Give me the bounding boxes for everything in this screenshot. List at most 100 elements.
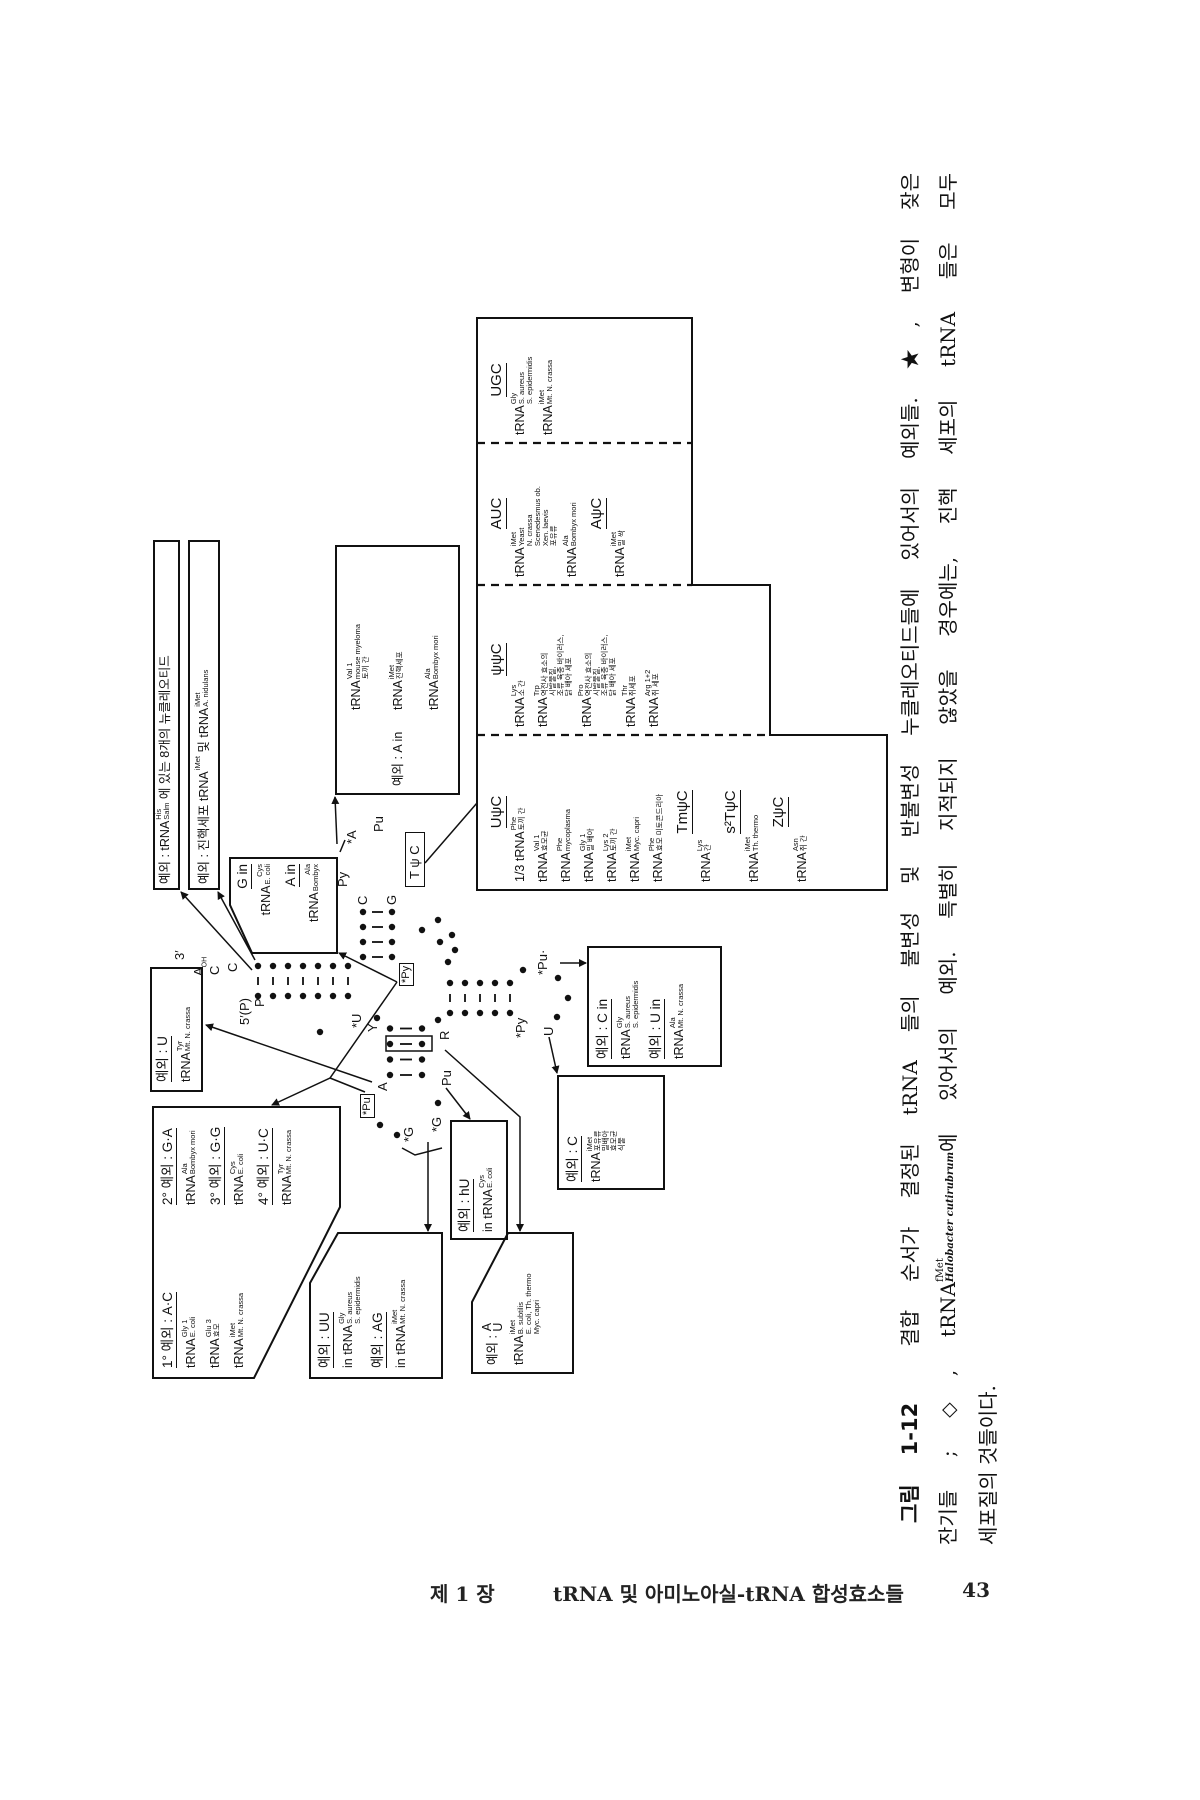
trna-label: tRNA [208, 1338, 222, 1368]
heading: TmψC [674, 790, 693, 834]
trna-source-organism: 진핵세포 [395, 651, 404, 680]
chapter-title: tRNA 및 아미노아실-tRNA 합성효소들 [552, 1582, 904, 1606]
heading: 2° 예외 : G·A [160, 1128, 177, 1205]
nucleotide-dot [284, 992, 292, 1000]
heading: 4° 예외 : U·C [256, 1128, 273, 1205]
arrow-to-his-box [180, 891, 253, 971]
trna-source-organism: 토끼 간 [517, 807, 526, 831]
trna-source-organism: 간 [703, 844, 712, 852]
trna-source-organism: Myc. capri [632, 816, 641, 852]
nt-a-star: *A [344, 830, 359, 844]
trna-source-organism: Bombyx mori [188, 1130, 197, 1175]
trna-label: tRNA [541, 405, 555, 435]
nucleotide-dot [359, 953, 367, 961]
trna-source-organism: S. epidermidis [631, 980, 640, 1029]
text-line: 2° 예외 : G·A [160, 1127, 177, 1205]
trna-label: tRNA [394, 1324, 408, 1355]
nt-pu-star-box: *Pu [360, 1094, 375, 1118]
five-prime-label: 5′(P) [237, 998, 252, 1025]
text: 예외 : 진핵세포 [197, 801, 211, 884]
caption-organism: Halobacter cutirubrum [945, 1151, 956, 1283]
trna-source-organism: 포유류 [549, 525, 558, 547]
text-line: UψC [488, 742, 507, 882]
trna-label: tRNA [179, 1052, 193, 1082]
text-line: s²TψC [722, 742, 741, 882]
trna-label: tRNA [628, 852, 642, 882]
nucleotide-dot [386, 1040, 394, 1048]
nucleotide-dot [476, 979, 484, 987]
text-line: 예외 : A in [391, 732, 407, 786]
arrow-to-hu-box [445, 1087, 471, 1120]
trna-source-organism: 밀 싹 [617, 530, 626, 547]
trna-source-organism: S. epidermidis [525, 356, 534, 405]
nucleotide-dot [434, 1099, 442, 1107]
nucleotide-dot [314, 992, 322, 1000]
trna-source-organism: Mt. N. crassa [398, 1279, 407, 1324]
nucleotide-dot [376, 1121, 384, 1129]
nucleotide-dot [434, 1016, 442, 1024]
text: 예외 : [158, 850, 172, 884]
trna-label: tRNA [513, 697, 527, 727]
nucleotide-dot [444, 958, 452, 966]
trna-label: tRNA [512, 1335, 526, 1365]
au-box-outline [471, 1232, 574, 1374]
figure-caption-line-3: 세포질의 것들이다. [976, 1385, 1000, 1545]
nucleotide-dot [553, 1013, 561, 1021]
trna-source-organism: 닭 배아 세포 [564, 657, 573, 697]
heading: 예외 : U in [648, 998, 665, 1059]
nucleotide-dot [386, 1025, 394, 1032]
caption-text: 에 있어서의 예외. 특별히 지적되지 않았을 경우에는, 진핵 세포의 tRN… [936, 173, 960, 1152]
line-to-pu-box [329, 1077, 366, 1093]
trna-label: tRNA [605, 852, 619, 882]
nucleotide-dot [461, 1009, 469, 1017]
trna-label: tRNA [589, 1152, 603, 1182]
heading: 예외 : AG [370, 1312, 387, 1368]
nt-c-t-stem: C [355, 895, 370, 905]
trna-source-organism: A. nidulans [201, 669, 210, 707]
text-line: AψC [588, 450, 607, 577]
nt-py-star-anticodon: *Py [513, 1017, 528, 1038]
nucleotide-dot [344, 962, 352, 970]
heading: 1° 예외 : A·C [160, 1292, 177, 1368]
a-in-label: 예외 : A in [391, 732, 416, 786]
nucleotide-dot [284, 962, 292, 970]
nucleotide-dot [299, 992, 307, 1000]
uu-ag-box-outline [309, 1232, 443, 1379]
nt-y: Y [365, 1023, 380, 1032]
trna-label: tRNA [672, 1029, 686, 1059]
trna-source-organism: 효모균 [540, 830, 549, 852]
heading: UψC [488, 795, 507, 829]
nt-a: A [191, 967, 206, 976]
nucleotide-dot [418, 1025, 426, 1032]
